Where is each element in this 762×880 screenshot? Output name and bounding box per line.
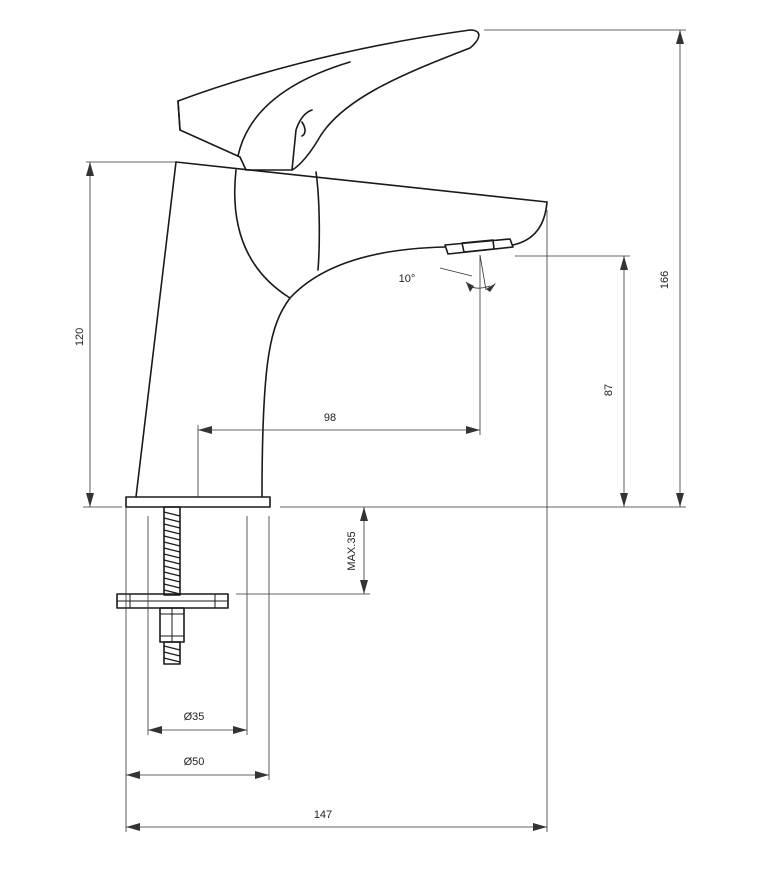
bolt-end [163,641,181,665]
dimension-hole-diameter: Ø35 [148,711,247,734]
dimension-label-120: 120 [74,328,86,346]
dimension-spout-height: 87 [603,256,628,507]
dimension-spout-reach: 98 [198,412,480,434]
lever-handle [177,29,480,171]
mounting-rod [163,506,181,596]
base-plate [125,496,271,508]
dimension-label-max35: MAX.35 [346,531,358,570]
dimension-base-diameter: Ø50 [126,756,269,779]
dimension-label-10deg: 10° [399,273,416,285]
dimension-aerator-angle: 10° [399,254,496,292]
dimension-label-147: 147 [314,809,332,821]
extension-lines [83,29,686,832]
dimension-total-height: 166 [659,30,684,507]
dimension-label-87: 87 [603,384,615,396]
dimension-label-98: 98 [324,412,336,424]
dimension-label-166: 166 [659,271,671,289]
hex-nut [159,607,185,643]
dimension-total-length: 147 [126,809,547,831]
dimension-label-d35: Ø35 [184,711,205,723]
dimension-mount-thickness: MAX.35 [346,507,368,594]
mounting-washer [116,593,229,609]
dimension-body-height: 120 [74,162,94,507]
faucet-body [135,161,548,498]
rod-thread [163,511,181,595]
dimension-label-d50: Ø50 [184,756,205,768]
